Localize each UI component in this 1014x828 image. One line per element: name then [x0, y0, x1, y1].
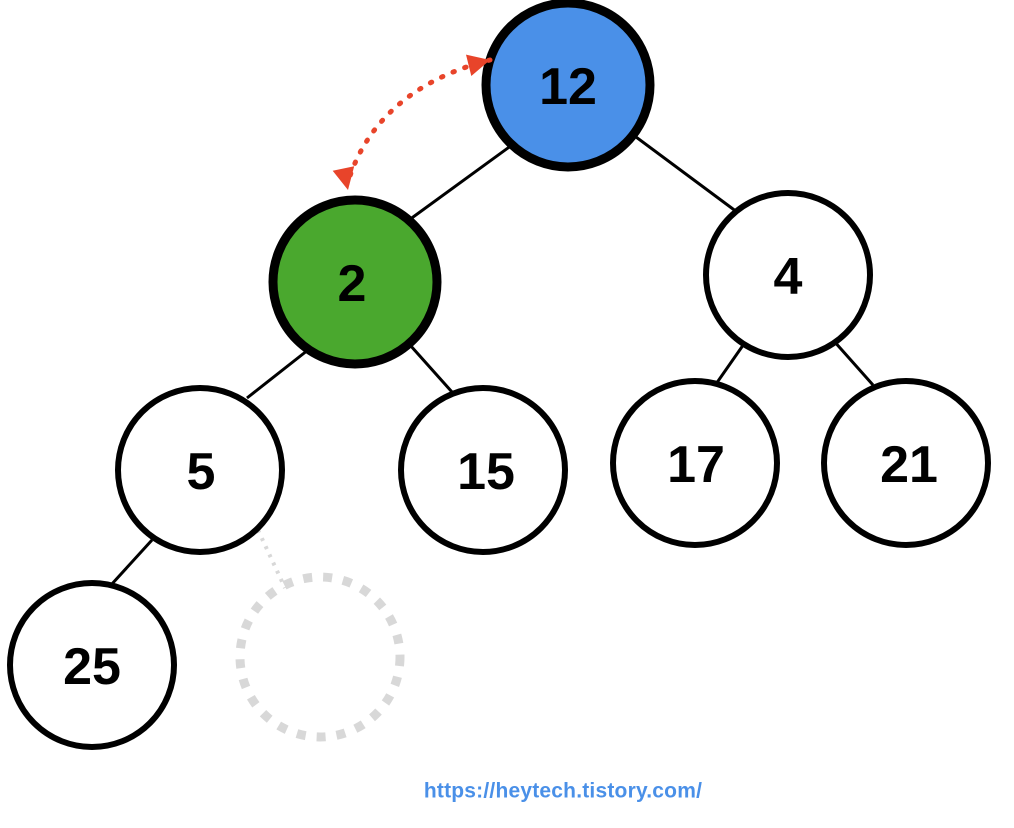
placeholder-node-circle — [235, 572, 405, 742]
swap-arrow-path — [345, 57, 493, 185]
empty-child-slot — [235, 572, 405, 742]
node-circle — [610, 378, 780, 548]
tree-edge — [631, 132, 738, 214]
tree-node-25[interactable]: 25 — [7, 580, 177, 750]
tree-edge — [714, 340, 748, 385]
tree-node-15[interactable]: 15 — [398, 385, 568, 555]
node-circle — [481, 0, 655, 172]
node-circle — [398, 385, 568, 555]
tree-edge — [408, 344, 454, 393]
node-value-label: 21 — [880, 436, 938, 494]
tree-edge — [397, 143, 513, 230]
tree-node-4[interactable]: 4 — [703, 190, 873, 360]
swap-arrowhead-up — [465, 54, 490, 76]
tree-edges-group — [109, 132, 875, 587]
swap-arrowhead-down — [332, 166, 355, 190]
tree-edge — [246, 348, 309, 400]
tree-node-17[interactable]: 17 — [610, 378, 780, 548]
node-value-label: 2 — [338, 255, 367, 313]
swap-arrow-group — [332, 54, 493, 190]
node-circle — [115, 385, 285, 555]
tree-node-21[interactable]: 21 — [821, 378, 991, 548]
node-circle — [821, 378, 991, 548]
node-circle — [703, 190, 873, 360]
node-value-label: 12 — [539, 58, 597, 116]
node-circle — [7, 580, 177, 750]
node-value-label: 17 — [667, 436, 725, 494]
placeholder-edge — [256, 529, 287, 589]
tree-edge — [109, 538, 154, 587]
node-value-label: 15 — [457, 443, 515, 501]
node-value-label: 5 — [187, 443, 216, 501]
source-url-watermark[interactable]: https://heytech.tistory.com/ — [424, 780, 702, 803]
tree-node-5[interactable]: 5 — [115, 385, 285, 555]
tree-nodes-group: 12 2 4 5 15 17 21 25 — [7, 0, 991, 750]
tree-edge — [831, 339, 875, 386]
tree-node-2[interactable]: 2 — [268, 195, 442, 369]
placeholder-edge-group — [256, 529, 287, 589]
node-circle — [268, 195, 442, 369]
node-value-label: 25 — [63, 638, 121, 696]
tree-node-12[interactable]: 12 — [481, 0, 655, 172]
node-value-label: 4 — [774, 248, 803, 306]
